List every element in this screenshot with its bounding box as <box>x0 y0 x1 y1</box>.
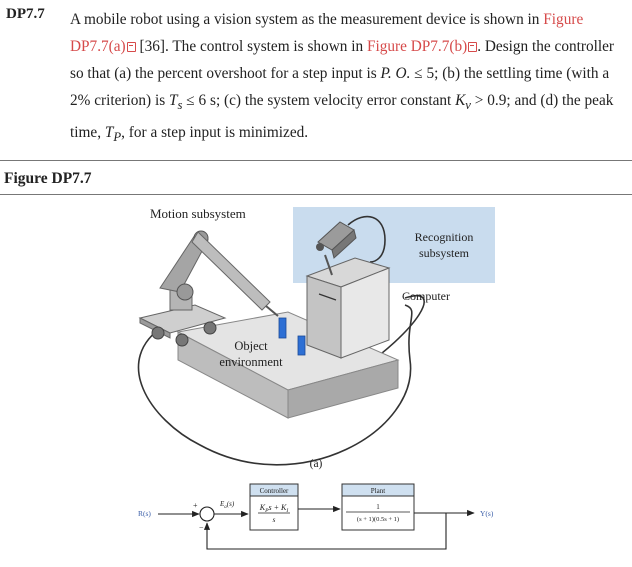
robot-cable <box>137 304 413 466</box>
velocity-constant-subscript: v <box>465 98 471 113</box>
plant-title: Plant <box>371 487 385 495</box>
peak-time-symbol: T <box>104 124 114 142</box>
feedback-path <box>203 513 447 550</box>
robot-arm <box>138 230 279 347</box>
camera <box>316 221 357 276</box>
problem-statement: A mobile robot using a vision system as … <box>70 6 626 151</box>
problem-text-2: [36]. The control system is shown in <box>135 38 367 55</box>
camera-cable <box>347 215 386 263</box>
block-diagram: R(s) + − Ea(s) Controller KPs + KI s Pla… <box>138 483 494 550</box>
computer-unit <box>305 257 391 359</box>
velocity-constant-symbol: K <box>455 92 466 109</box>
problem-text-1: A mobile robot using a vision system as … <box>70 11 544 28</box>
computer-label: Computer <box>402 289 450 303</box>
figure-title: Figure DP7.7 <box>4 170 92 187</box>
recognition-label-line-2: subsystem <box>419 246 470 260</box>
input-label: R(s) <box>138 509 151 518</box>
object-label-line-2: environment <box>219 355 283 369</box>
error-label: Ea(s) <box>219 500 235 510</box>
problem-text-7: , for a step input is minimized. <box>121 124 309 142</box>
problem-text-5: ≤ 6 s; (c) the system velocity error con… <box>182 92 456 109</box>
problem-text-6: > 0.9; and (d) the peak time, <box>70 92 614 142</box>
output-label: Y(s) <box>480 509 494 518</box>
summing-minus: − <box>199 523 204 532</box>
summing-junction <box>199 506 215 522</box>
problem-text-4: ≤ 5; (b) the settling time (with a 2% cr… <box>70 65 610 109</box>
controller-title: Controller <box>260 487 289 495</box>
document-icon[interactable] <box>126 42 136 52</box>
controller-numerator: KPs + KI <box>259 503 290 514</box>
percent-overshoot-symbol: P. O. <box>380 65 411 82</box>
summing-plus: + <box>193 501 198 510</box>
figure-top-rule <box>0 160 632 161</box>
plant-numerator: 1 <box>376 503 380 511</box>
peak-time-subscript: P <box>113 130 122 145</box>
figure-title-rule <box>0 194 632 195</box>
motion-subsystem-label: Motion subsystem <box>150 206 246 221</box>
recognition-label-line-1: Recognition <box>415 230 474 244</box>
problem-id: DP7.7 <box>6 6 45 22</box>
controller-denominator: s <box>273 515 276 524</box>
settling-time-subscript: s <box>177 98 183 113</box>
figure-caption-a: (a) <box>310 458 323 470</box>
figure-link-b[interactable]: Figure DP7.7(b) <box>366 38 468 55</box>
problem-text-3: . Design the controller so that (a) the … <box>70 38 615 82</box>
settling-time-symbol: T <box>168 92 178 109</box>
object-label-line-1: Object <box>234 339 268 353</box>
figure-link-a[interactable]: Figure DP7.7(a) <box>70 11 584 55</box>
plant-denominator: (s + 1)(0.5s + 1) <box>357 516 399 523</box>
object-environment-table <box>176 311 400 419</box>
document-icon[interactable] <box>468 42 478 52</box>
blue-objects <box>278 317 306 356</box>
